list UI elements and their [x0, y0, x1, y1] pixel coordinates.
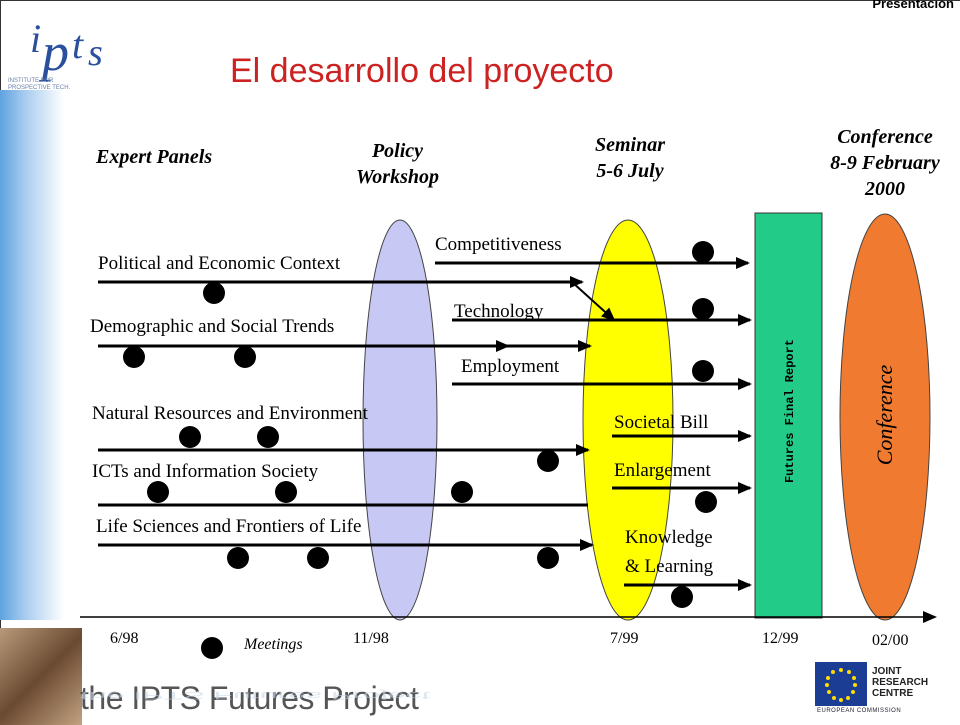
jrc-line: RESEARCH — [872, 677, 929, 688]
jrc-logo — [815, 662, 955, 718]
conference-ellipse — [839, 213, 931, 621]
slide-title: El desarrollo del proyecto — [230, 52, 614, 90]
output-label: Technology — [454, 301, 544, 322]
policy-workshop-ellipse — [362, 219, 438, 621]
svg-text:s: s — [88, 32, 103, 74]
column-expert-panels: Expert Panels — [96, 146, 213, 168]
section-label: Presentación — [872, 0, 954, 11]
legend-dot — [201, 637, 223, 659]
jrc-name: JOINT RESEARCH CENTRE — [872, 666, 928, 699]
tick-label: 12/99 — [762, 630, 799, 647]
jrc-subtitle: EUROPEAN COMMISSION — [817, 708, 902, 714]
left-gradient-bar — [0, 90, 64, 620]
meeting-dot — [537, 547, 559, 569]
output-label: Enlargement — [614, 460, 711, 481]
meeting-dot — [695, 491, 717, 513]
tick-label: 02/00 — [872, 632, 909, 649]
legend-meetings: Meetings — [244, 636, 303, 653]
svg-text:INSTITUTE FOR: INSTITUTE FOR — [8, 78, 54, 84]
panel-label: ICTs and Information Society — [92, 461, 319, 482]
project-photo — [0, 628, 82, 725]
tick-label: 7/99 — [610, 630, 639, 647]
svg-text:p: p — [38, 22, 69, 82]
meeting-dots — [123, 241, 717, 659]
meeting-dot — [257, 426, 279, 448]
svg-text:i: i — [30, 16, 41, 61]
meeting-dot — [692, 298, 714, 320]
meeting-dot — [234, 346, 256, 368]
final-report-box — [754, 212, 823, 619]
output-label: Employment — [461, 356, 560, 377]
jrc-line: CENTRE — [872, 688, 914, 699]
output-label: Societal Bill — [614, 412, 709, 433]
footer-reflection: the IPTS Futures Project — [80, 689, 431, 702]
panel-label: Life Sciences and Frontiers of Life — [96, 516, 362, 537]
tick-label: 6/98 — [110, 630, 139, 647]
meeting-dot — [692, 241, 714, 263]
conference-label: Conference — [872, 364, 897, 466]
panel-label: Demographic and Social Trends — [90, 316, 335, 337]
jrc-line: JOINT — [872, 666, 902, 677]
output-label: & Learning — [625, 556, 714, 577]
panel-label: Natural Resources and Environment — [92, 403, 368, 424]
meeting-dot — [147, 481, 169, 503]
output-label: Knowledge — [625, 527, 713, 548]
meeting-dot — [179, 426, 201, 448]
meeting-dot — [227, 547, 249, 569]
tick-label: 11/98 — [353, 630, 389, 647]
meeting-dot — [203, 282, 225, 304]
arrow-diagonal-technology — [571, 281, 616, 322]
meeting-dot — [692, 360, 714, 382]
meeting-dot — [123, 346, 145, 368]
meeting-dot — [537, 450, 559, 472]
svg-text:t: t — [72, 22, 84, 67]
footer-project-name: the IPTS Futures Project — [80, 680, 419, 716]
meeting-dot — [671, 586, 693, 608]
final-report-label: Futures Final Report — [783, 338, 797, 484]
svg-text:PROSPECTIVE TECH.: PROSPECTIVE TECH. — [8, 85, 71, 91]
meeting-dot — [307, 547, 329, 569]
meeting-dot — [275, 481, 297, 503]
meeting-dot — [451, 481, 473, 503]
ipts-logo: i p t s INSTITUTE FOR PROSPECTIVE TECH. — [8, 16, 103, 91]
output-label: Competitiveness — [435, 234, 562, 255]
panel-label: Political and Economic Context — [98, 253, 341, 274]
